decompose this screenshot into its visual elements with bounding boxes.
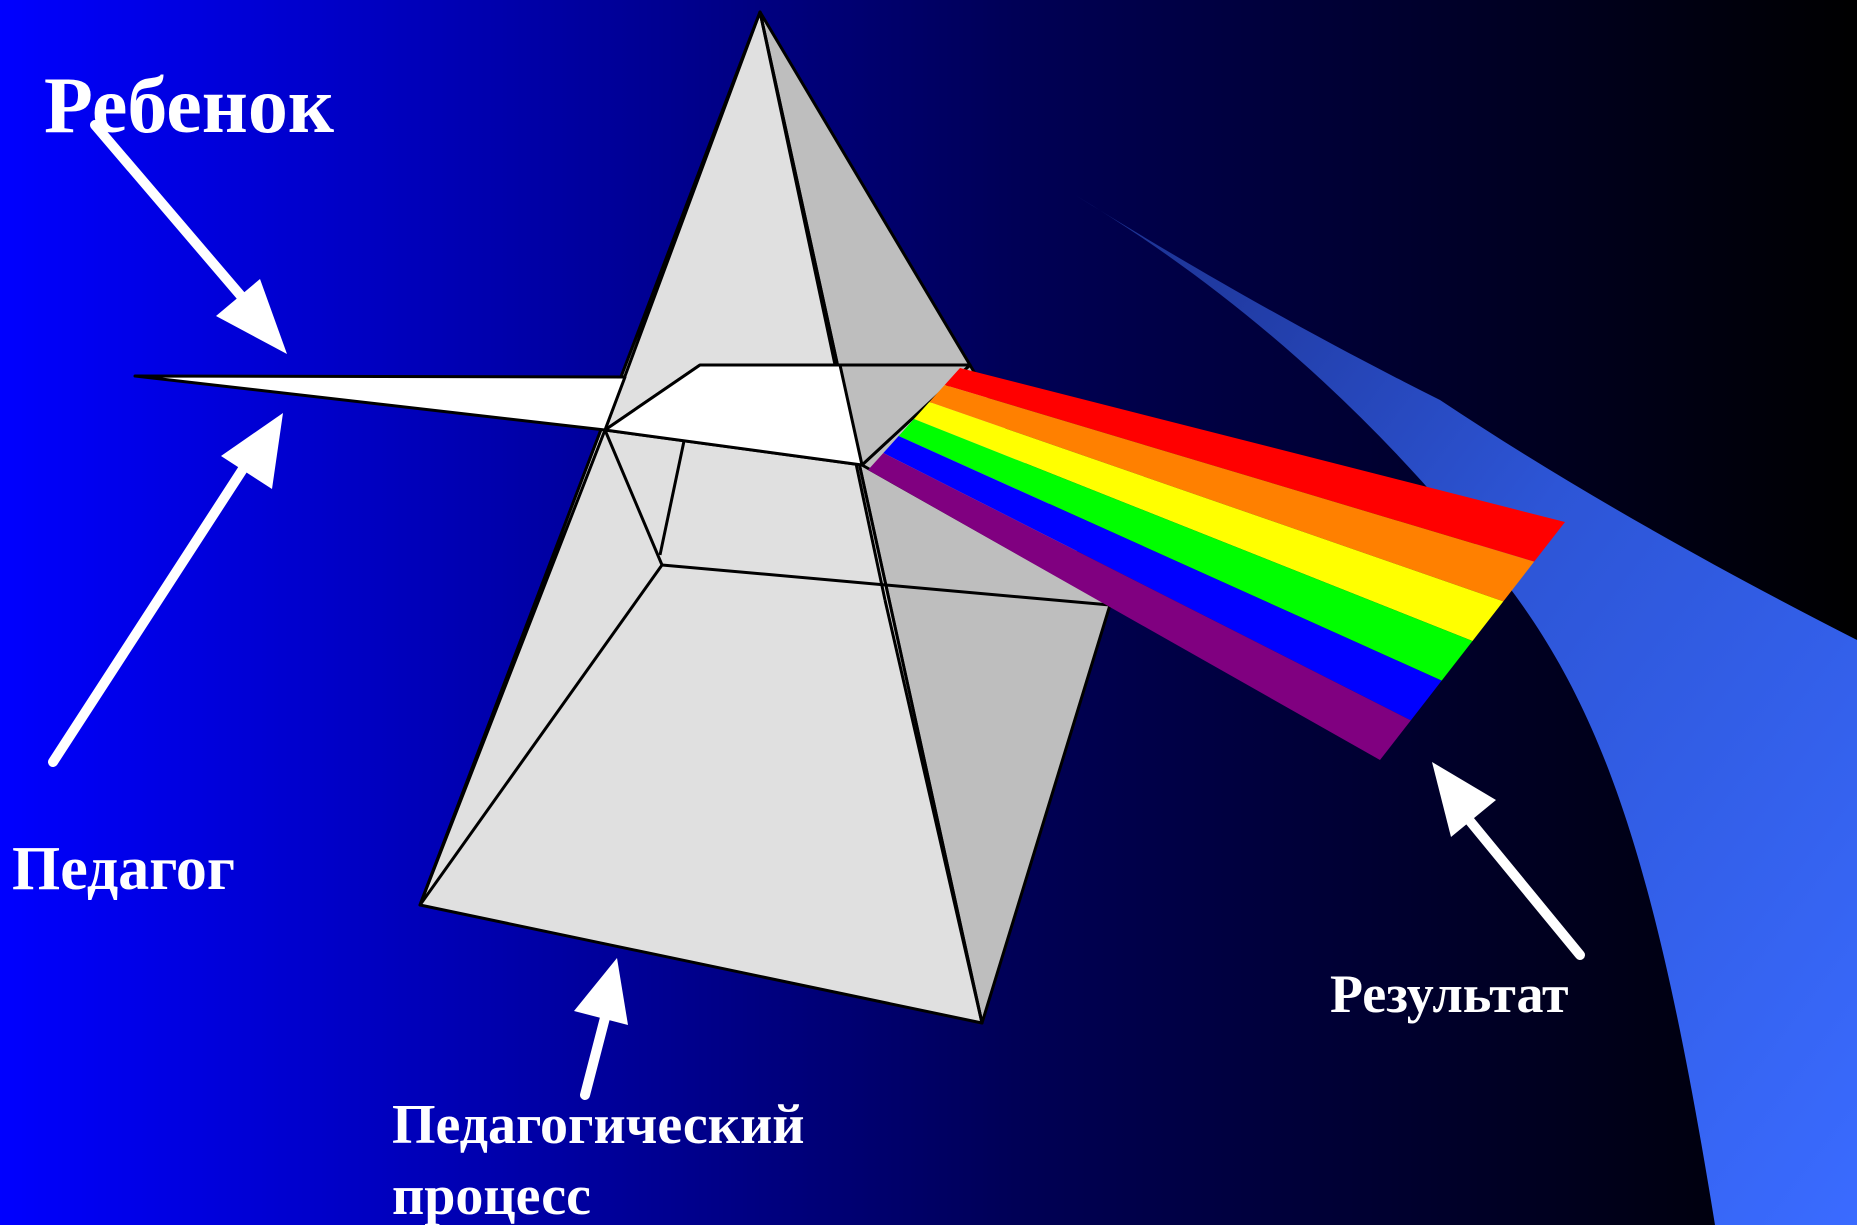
spectrum-band-3 <box>914 402 1504 641</box>
spectrum-band-4 <box>898 419 1473 681</box>
prism-exit-face <box>838 363 972 467</box>
spectrum-band-1 <box>944 368 1565 562</box>
blue-swoosh <box>1075 195 1857 1225</box>
arrow-process <box>574 958 628 1100</box>
spectrum-band-5 <box>883 436 1442 721</box>
arrow-teacher <box>48 413 283 767</box>
spectrum-band-6 <box>868 453 1411 760</box>
label-teacher: Педагог <box>12 835 236 903</box>
label-process: Педагогический процесс <box>392 1090 805 1225</box>
label-child: Ребенок <box>44 62 334 150</box>
spectrum-band-2 <box>929 385 1535 602</box>
prism-face-left <box>418 10 762 907</box>
light-beam <box>133 374 627 432</box>
label-result: Результат <box>1330 964 1569 1024</box>
spectrum <box>868 368 1565 760</box>
label-process-line1: Педагогический <box>392 1094 805 1156</box>
arrow-child <box>90 120 287 354</box>
arrow-result <box>1432 762 1585 960</box>
label-process-line2: процесс <box>392 1164 591 1225</box>
